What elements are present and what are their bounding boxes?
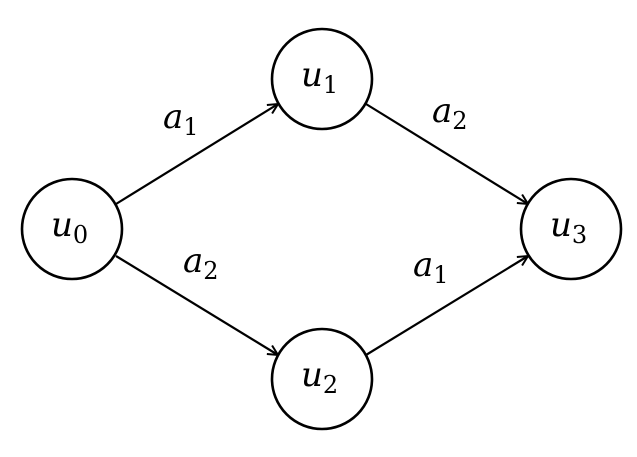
- node-u0: u0: [20, 177, 124, 281]
- edge-label-u1-u3: a2: [432, 91, 468, 135]
- node-u1-label: u1: [301, 55, 338, 99]
- node-u0-circle: [20, 177, 124, 281]
- edge-u0-u2: [115, 255, 278, 355]
- edge-u2-u3: [365, 256, 528, 356]
- edge-u1-u3: [365, 103, 528, 204]
- node-u2-circle: [270, 327, 374, 431]
- node-u3-circle: [519, 177, 623, 281]
- node-u3-label: u3: [550, 205, 587, 249]
- node-u2-label: u2: [301, 355, 338, 399]
- edge-label-u0-u1: a1: [163, 97, 199, 141]
- edge-label-u0-u2: a2: [183, 241, 219, 285]
- node-u2: u2: [270, 327, 374, 431]
- node-u0-label: u0: [51, 205, 88, 249]
- edge-u0-u1: [115, 104, 278, 205]
- node-u1: u1: [270, 27, 374, 131]
- node-u3: u3: [519, 177, 623, 281]
- node-u1-circle: [270, 27, 374, 131]
- edge-label-u2-u3: a1: [413, 245, 449, 289]
